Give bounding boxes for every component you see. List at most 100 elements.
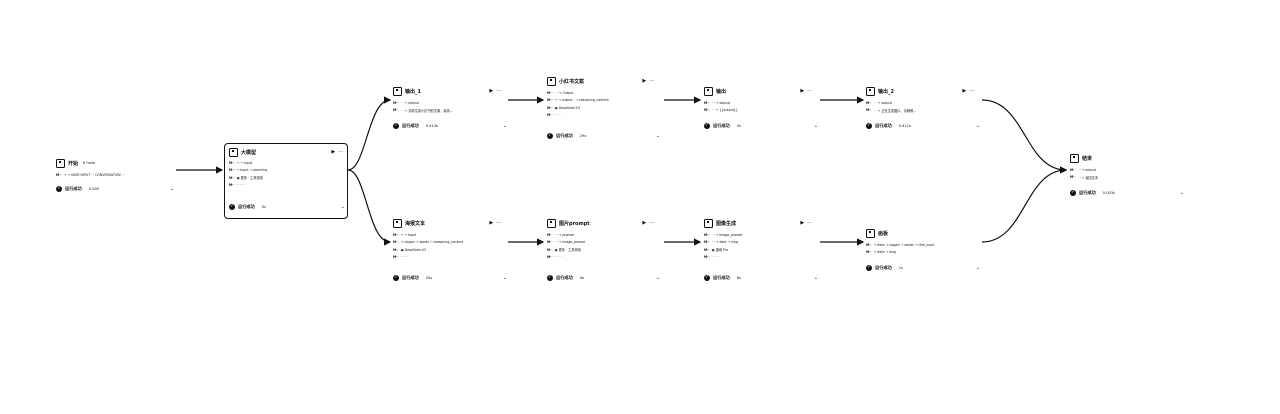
run-node-button[interactable]: ▶ bbox=[800, 88, 805, 94]
chevron-down-icon[interactable]: ⌄ bbox=[655, 133, 660, 139]
chevron-down-icon[interactable]: ⌄ bbox=[975, 123, 980, 129]
chevron-down-icon[interactable]: ⌄ bbox=[502, 123, 507, 129]
param-row: M··· · → output bbox=[704, 99, 738, 107]
node-header: 大模型 bbox=[229, 146, 256, 158]
param-value: → Input → planning bbox=[236, 168, 268, 173]
param-row: M··· · → {{output}} bbox=[704, 107, 738, 115]
chevron-down-icon[interactable]: ⌄ bbox=[813, 275, 818, 281]
status-label: 运行成功 bbox=[402, 275, 419, 280]
param-key: M·· bbox=[866, 100, 872, 105]
more-options-button[interactable]: ··· bbox=[496, 220, 501, 226]
param-key: M·· bbox=[1070, 175, 1076, 180]
more-options-button[interactable]: ··· bbox=[496, 88, 501, 94]
param-value: · · → 请你生成小红书的文案，保持... bbox=[400, 108, 453, 113]
param-row: M··→ → Input bbox=[229, 159, 267, 167]
run-node-button[interactable]: ▶ bbox=[642, 220, 647, 226]
chevron-down-icon[interactable]: ⌄ bbox=[169, 186, 174, 192]
status-label: 运行成功 bbox=[402, 123, 419, 128]
param-value: → → output · → reasoning_content bbox=[554, 98, 609, 103]
node-type-icon bbox=[1070, 153, 1079, 163]
chevron-down-icon[interactable]: ⌄ bbox=[975, 265, 980, 271]
param-value: ▣ 通用 Pro bbox=[711, 248, 729, 253]
status-label: 运行成功 bbox=[875, 123, 892, 128]
param-value: · · → 正在生成图片，请稍候... bbox=[873, 108, 917, 113]
param-row: M··· · → Output bbox=[547, 89, 609, 97]
node-type-icon bbox=[56, 158, 65, 168]
status-label: 运行成功 bbox=[1079, 190, 1096, 195]
check-icon: ✓ bbox=[1070, 190, 1076, 196]
param-value: → slogan → words → reasoning_content bbox=[400, 240, 464, 245]
more-options-button[interactable]: ··· bbox=[338, 149, 343, 155]
run-node-button[interactable]: ▶ bbox=[489, 88, 494, 94]
more-options-button[interactable]: ··· bbox=[649, 78, 654, 84]
node-type-icon bbox=[866, 228, 875, 238]
param-row: M··→ data → msg bbox=[866, 249, 935, 257]
param-row: M··· · → prompt bbox=[547, 231, 585, 239]
status-duration: 29s bbox=[579, 134, 587, 138]
param-value: → data → msg bbox=[873, 250, 896, 255]
run-node-button[interactable]: ▶ bbox=[331, 149, 336, 155]
param-row: M··· · · · bbox=[393, 254, 463, 262]
check-icon: ✓ bbox=[704, 123, 710, 129]
param-row: M··· · → output bbox=[393, 99, 453, 107]
node-title: 海报文本 bbox=[405, 220, 426, 227]
node-actions: ▶··· bbox=[962, 85, 974, 97]
param-value: → → Input bbox=[400, 232, 417, 237]
run-node-button[interactable]: ▶ bbox=[800, 220, 805, 226]
chevron-down-icon[interactable]: ⌄ bbox=[655, 275, 660, 281]
param-key: M·· bbox=[547, 255, 553, 260]
more-options-button[interactable]: ··· bbox=[807, 88, 812, 94]
param-row: M··· · → image_prompt bbox=[704, 231, 742, 239]
param-key: M·· bbox=[547, 113, 553, 118]
chevron-down-icon[interactable]: ⌄ bbox=[813, 123, 818, 129]
node-header: 图像生成 bbox=[704, 217, 736, 229]
param-row: M··▣ 通用 Pro bbox=[704, 246, 742, 254]
run-node-button[interactable]: ▶ bbox=[962, 88, 967, 94]
node-actions: ▶··· bbox=[642, 217, 654, 229]
status-duration: 20s bbox=[425, 276, 433, 280]
check-icon: ✓ bbox=[704, 275, 710, 281]
param-key: M·· bbox=[393, 255, 399, 260]
param-key: M·· bbox=[866, 250, 872, 255]
run-node-button[interactable]: ▶ bbox=[642, 78, 647, 84]
chevron-down-icon[interactable]: ⌄ bbox=[1179, 190, 1184, 196]
run-node-button[interactable]: ▶ bbox=[489, 220, 494, 226]
status-duration: 1s bbox=[898, 266, 903, 270]
node-type-icon bbox=[704, 86, 713, 96]
more-options-button[interactable]: ··· bbox=[807, 220, 812, 226]
param-value: · · · · bbox=[400, 255, 408, 260]
node-type-icon bbox=[229, 147, 238, 157]
status-label: 运行成功 bbox=[556, 275, 573, 280]
node-actions: ▶··· bbox=[489, 217, 501, 229]
node-header: 画板 bbox=[866, 227, 888, 239]
more-options-button[interactable]: ··· bbox=[969, 88, 974, 94]
status-duration: 0.411s bbox=[898, 124, 911, 128]
param-key: M·· bbox=[704, 100, 710, 105]
param-value: ▣ DeepSeek-V3 bbox=[400, 247, 426, 252]
param-value: · · · · bbox=[554, 113, 562, 118]
chevron-down-icon[interactable]: ⌄ bbox=[502, 275, 507, 281]
node-title: 输出 bbox=[716, 88, 727, 95]
chevron-down-icon[interactable]: ⌄ bbox=[340, 204, 345, 210]
node-title: 大模型 bbox=[241, 149, 257, 156]
node-header: 图片prompt bbox=[547, 217, 590, 229]
more-options-button[interactable]: ··· bbox=[649, 220, 654, 226]
param-row: M··→ Input → planning bbox=[229, 167, 267, 175]
